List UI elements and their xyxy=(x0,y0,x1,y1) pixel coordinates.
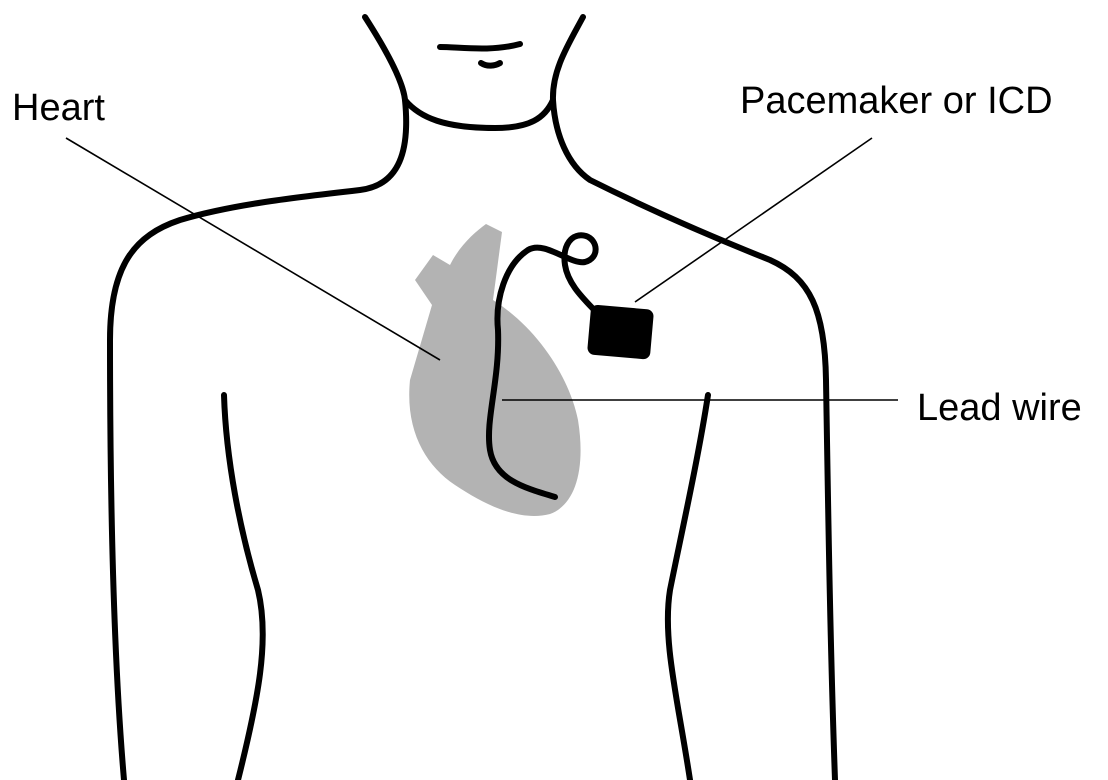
heart-leader-line xyxy=(66,138,440,360)
right-body-contour xyxy=(553,17,835,780)
heart-label: Heart xyxy=(12,87,105,129)
right-arm-inner xyxy=(668,395,708,780)
chin-line xyxy=(440,44,520,49)
chin-curve xyxy=(481,63,500,66)
device-body xyxy=(587,304,654,359)
left-arm-inner xyxy=(224,395,263,780)
device-label: Pacemaker or ICD xyxy=(740,80,1053,122)
neck-collar xyxy=(405,100,553,128)
lead-wire-label: Lead wire xyxy=(917,387,1082,429)
